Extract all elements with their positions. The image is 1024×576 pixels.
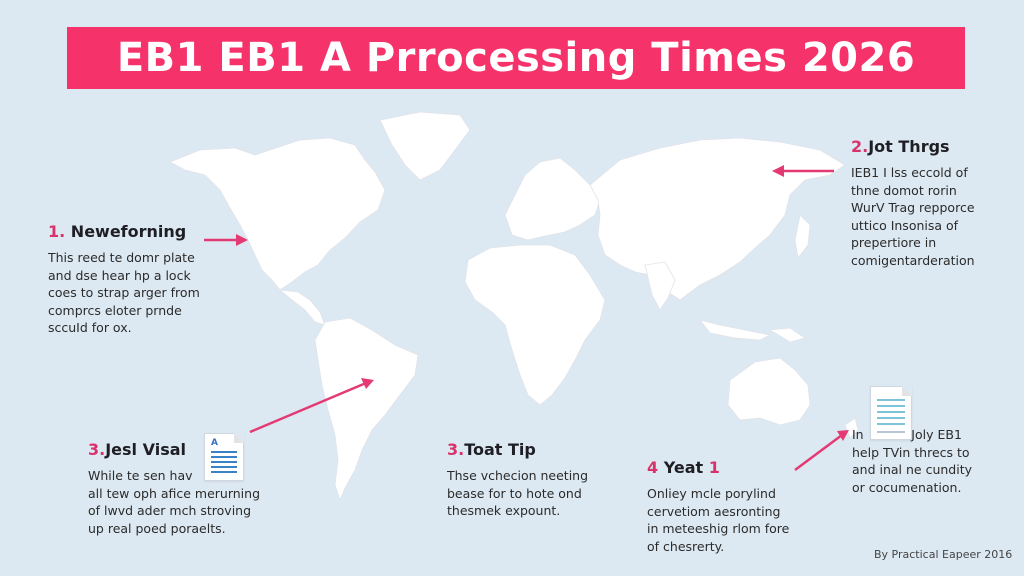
body-line: comigentarderation xyxy=(851,252,975,268)
section-title-suffix: 1 xyxy=(708,458,720,477)
body-line: thesmek expount. xyxy=(447,503,561,518)
asia xyxy=(589,137,846,301)
north-america xyxy=(169,137,386,291)
body-line: bease for to hote ond xyxy=(447,485,582,501)
section-heading: 3.Toat Tip xyxy=(447,440,617,459)
body-line: WurV Trag repporce xyxy=(851,200,975,215)
body-line: all tew oph afice merurning xyxy=(88,485,261,501)
body-line: sccuId for ox. xyxy=(48,320,132,335)
papua xyxy=(768,327,806,343)
body-line: of chesrerty. xyxy=(647,538,725,554)
body-line: In Joly EB1 xyxy=(852,427,962,442)
body-line: in meteeshig rlom fore xyxy=(647,521,790,536)
japan xyxy=(794,214,811,259)
body-line: up real poed poraelts. xyxy=(88,520,226,536)
credit-text: By Practical Eapeer 2016 xyxy=(874,548,1013,561)
south-america xyxy=(314,317,419,502)
central-america xyxy=(278,289,326,326)
section-heading: 1. Neweforning xyxy=(48,222,228,241)
section-3: 3.Jesl Visal While te sen hav all tew op… xyxy=(88,440,288,537)
page-title: EB1 EB1 A Prrocessing Times 2026 xyxy=(116,35,916,81)
body-line: and dse hear hp a lock xyxy=(48,267,191,283)
greenland xyxy=(379,111,471,181)
section-title: Toat Tip xyxy=(464,440,536,459)
australia xyxy=(727,357,811,426)
body-line: comprcs eloter prnde xyxy=(48,302,182,318)
indonesia xyxy=(698,319,772,341)
europe xyxy=(504,157,601,241)
section-5: 4 Yeat 1 Onliey mcle porylind cervetiom … xyxy=(647,458,817,555)
body-line: or cocumenation. xyxy=(852,479,962,495)
section-heading: 3.Jesl Visal xyxy=(88,440,288,459)
body-line: IEB1 I lss eccold of xyxy=(851,165,968,180)
section-title: Yeat xyxy=(663,458,709,477)
title-banner: EB1 EB1 A Prrocessing Times 2026 xyxy=(67,27,965,89)
section-6: In Joly EB1 help TVin threcs to and inal… xyxy=(852,426,1022,496)
section-4: 3.Toat Tip Thse vchecion neeting bease f… xyxy=(447,440,617,520)
body-line: Onliey mcle porylind xyxy=(647,486,776,501)
body-line: and inal ne cundity xyxy=(852,462,973,477)
section-number: 4 xyxy=(647,458,659,477)
section-number: 1. xyxy=(48,222,66,241)
body-line: of lwvd ader mch stroving xyxy=(88,503,252,518)
section-title: Neweforning xyxy=(70,222,187,241)
section-heading: 2.Jot Thrgs xyxy=(851,137,1021,156)
section-title: Jot Thrgs xyxy=(868,137,950,156)
body-line: While te sen hav xyxy=(88,468,193,483)
section-number: 3. xyxy=(447,440,465,459)
body-line: coes to strap arger from xyxy=(48,285,200,300)
document-icon: A xyxy=(204,433,244,481)
body-line: cervetiom aesronting xyxy=(647,503,781,519)
document-icon xyxy=(870,386,912,440)
new-zealand xyxy=(844,417,859,439)
body-line: help TVin threcs to xyxy=(852,444,970,460)
body-line: This reed te domr plate xyxy=(48,250,195,265)
body-line: Thse vchecion neeting xyxy=(447,468,589,483)
africa xyxy=(464,244,606,406)
section-number: 3. xyxy=(88,440,106,459)
section-heading: 4 Yeat 1 xyxy=(647,458,817,477)
body-line: uttico Insonisa of xyxy=(851,217,959,233)
section-number: 2. xyxy=(851,137,869,156)
section-title: Jesl Visal xyxy=(105,440,186,459)
body-line: prepertiore in xyxy=(851,235,937,250)
body-line: thne domot rorin xyxy=(851,182,957,198)
section-2: 2.Jot Thrgs IEB1 I lss eccold of thne do… xyxy=(851,137,1021,269)
india xyxy=(644,261,676,311)
section-1: 1. Neweforning This reed te domr plate a… xyxy=(48,222,228,337)
